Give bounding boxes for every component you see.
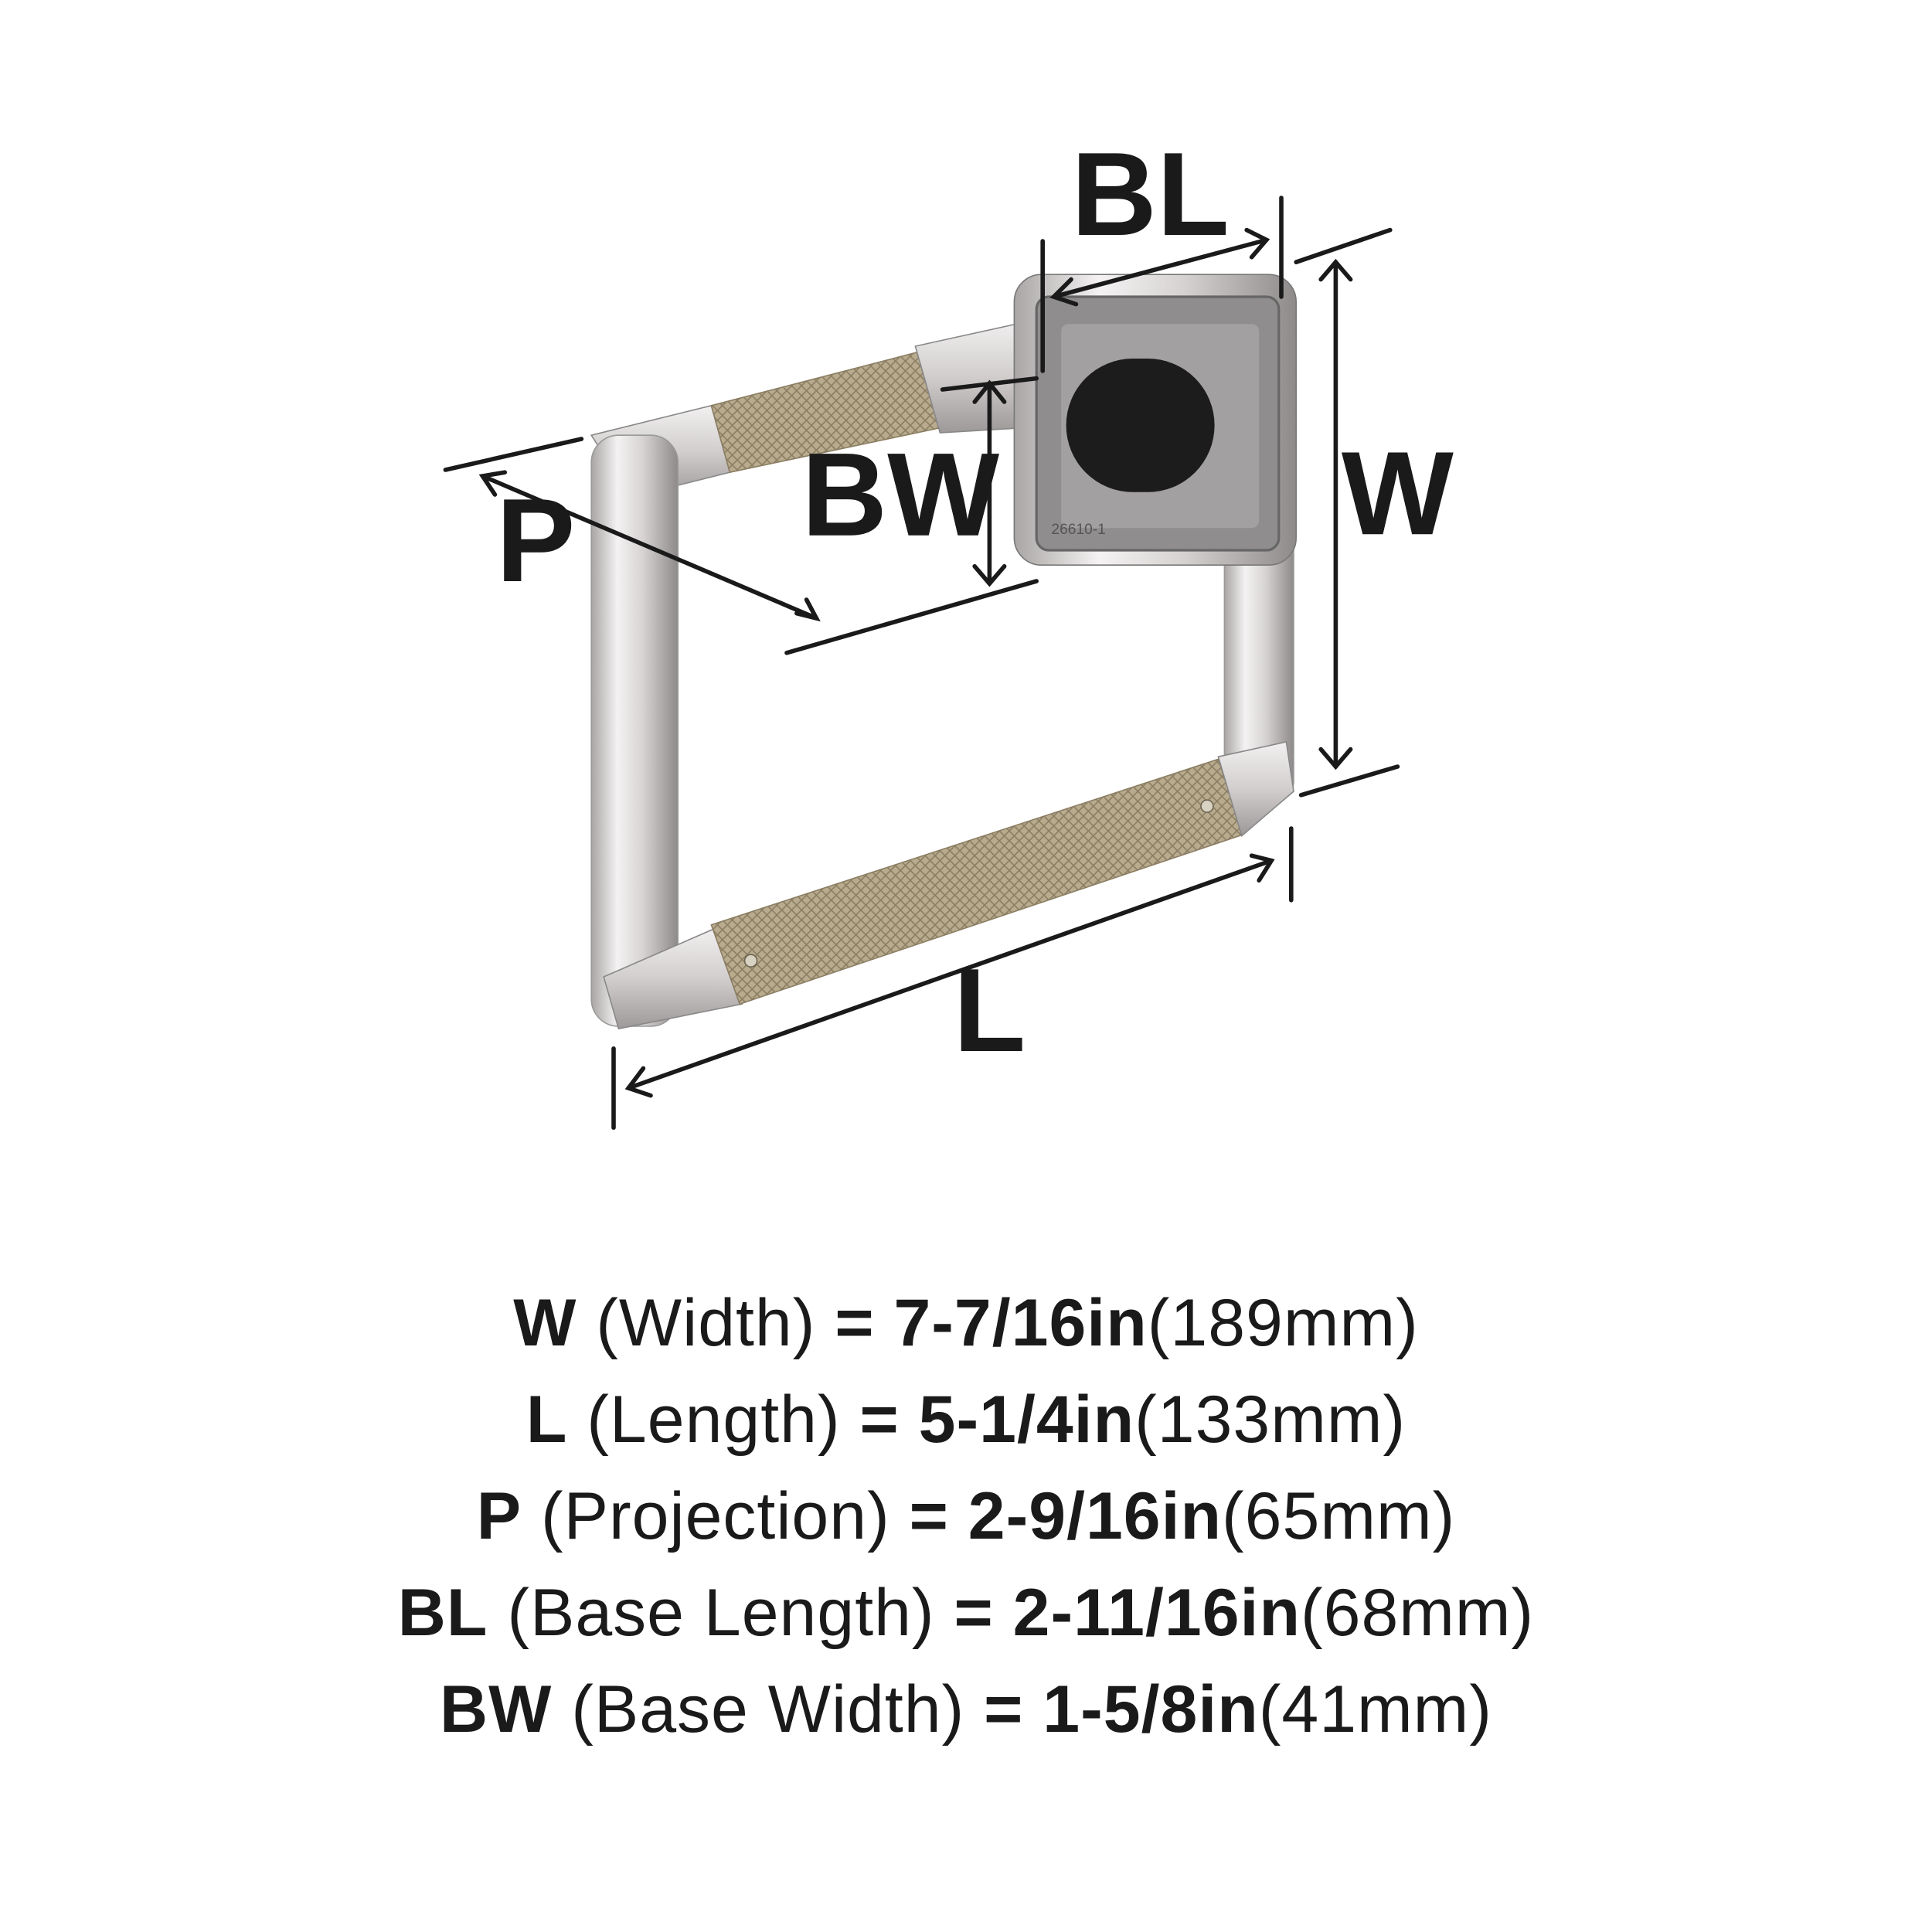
- spec-inch: 1-5/8in: [1043, 1672, 1259, 1747]
- spec-base-width: BW (Base Width) = 1-5/8in(41mm): [0, 1662, 1932, 1758]
- spec-code: W: [513, 1286, 577, 1360]
- spec-name: (Length): [587, 1383, 841, 1457]
- mounting-base: 26610-1: [1013, 274, 1298, 566]
- dimension-specs: W (Width) = 7-7/16in(189mm) L (Length) =…: [0, 1275, 1932, 1758]
- mounting-hole: [1066, 359, 1215, 492]
- spec-width: W (Width) = 7-7/16in(189mm): [0, 1275, 1932, 1372]
- dimension-lines: [443, 196, 1400, 1130]
- left-bar: [590, 434, 679, 1027]
- spec-code: P: [476, 1479, 522, 1553]
- spec-code: BL: [397, 1576, 488, 1650]
- spec-eq: =: [954, 1576, 994, 1650]
- dim-label-l: L: [953, 944, 1026, 1077]
- spec-mm: (68mm): [1300, 1576, 1535, 1650]
- bottom-bar: [603, 741, 1294, 1030]
- spec-mm: (41mm): [1258, 1672, 1492, 1747]
- spec-eq: =: [859, 1383, 900, 1457]
- spec-code: BW: [440, 1672, 553, 1747]
- spec-mm: (65mm): [1222, 1479, 1456, 1553]
- product-dimension-drawing: 26610-1 BL W BW P L: [443, 128, 1454, 1130]
- spec-name: (Base Length): [507, 1576, 935, 1650]
- spec-projection: P (Projection) = 2-9/16in(65mm): [0, 1468, 1932, 1565]
- part-marking: 26610-1: [1051, 522, 1105, 538]
- spec-name: (Projection): [541, 1479, 890, 1553]
- spec-code: L: [526, 1383, 568, 1457]
- spec-base-length: BL (Base Length) = 2-11/16in(68mm): [0, 1565, 1932, 1662]
- spec-eq: =: [835, 1286, 875, 1360]
- spec-mm: (189mm): [1147, 1286, 1419, 1360]
- set-screw-icon: [743, 954, 758, 968]
- set-screw-icon: [1200, 799, 1214, 813]
- dim-label-bl: BL: [1071, 128, 1230, 260]
- spec-eq: =: [984, 1672, 1024, 1747]
- spec-inch: 7-7/16in: [893, 1286, 1148, 1360]
- spec-length: L (Length) = 5-1/4in(133mm): [0, 1372, 1932, 1468]
- spec-inch: 5-1/4in: [918, 1383, 1135, 1457]
- dim-label-bw: BW: [801, 428, 999, 561]
- spec-name: (Width): [596, 1286, 816, 1360]
- dim-label-p: P: [496, 474, 575, 607]
- dim-label-w: W: [1342, 427, 1454, 560]
- spec-mm: (133mm): [1134, 1383, 1406, 1457]
- spec-inch: 2-9/16in: [968, 1479, 1223, 1553]
- spec-name: (Base Width): [571, 1672, 965, 1747]
- spec-inch: 2-11/16in: [1012, 1576, 1301, 1650]
- spec-eq: =: [909, 1479, 949, 1553]
